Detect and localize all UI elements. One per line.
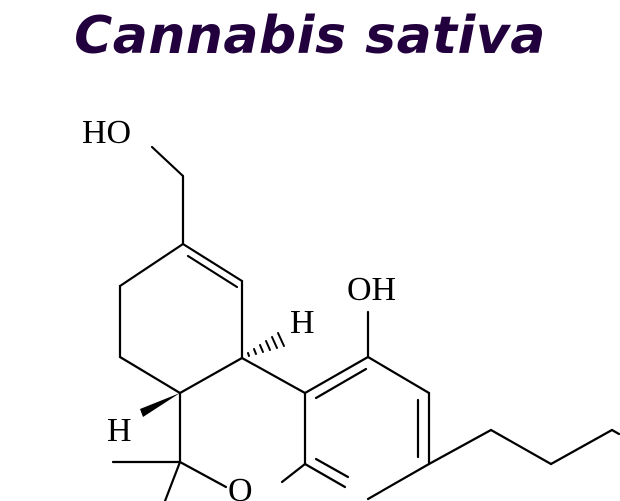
bond-ar-1 [303,355,370,395]
bond-ar-5 [303,462,347,489]
bond-o-ar [280,462,307,484]
bond-c8-c9 [118,242,185,288]
page-title: Cannabis sativa [74,6,546,66]
bond-c6a-c7 [118,355,182,395]
bond-pentyl-3 [549,428,614,466]
bond-pentyl-2 [489,428,553,466]
hashed-wedge-bond [247,332,285,357]
bond-c6-o [178,460,228,489]
atom-label-h-upper: H [290,304,315,341]
bond-pentyl-1 [427,428,493,466]
atom-label-h-lower: H [107,412,132,449]
bond-ar-4 [366,462,431,501]
bond-c9-c10-double [186,254,239,289]
bond-c9-c10 [181,242,244,283]
bond-ar-1-double [314,367,368,400]
bond-c10a-c10b [240,356,307,395]
bond-ar-2 [366,355,431,395]
bond-ho-ch2 [150,145,185,178]
solid-wedge-bond [140,393,180,417]
bond-c10a-c6a [178,356,244,395]
atom-label-hydroxymethyl-oh: HO [82,114,131,151]
atom-label-phenol-oh: OH [347,271,396,308]
atom-label-ring-oxygen: O [228,472,253,501]
bond-pentyl-4 [610,428,620,436]
bond-methyl-2 [163,460,182,501]
bond-ar-5-double [314,457,350,479]
